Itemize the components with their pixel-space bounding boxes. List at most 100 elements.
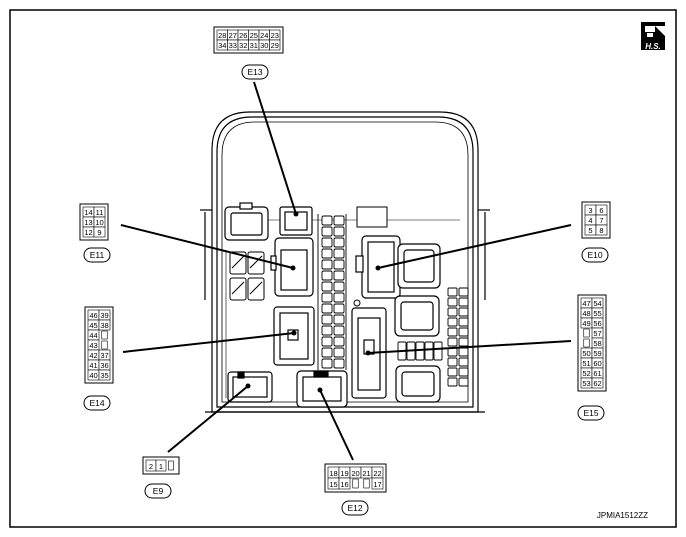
fuse xyxy=(321,281,333,292)
fuse xyxy=(333,325,345,336)
socket-e13 xyxy=(279,206,313,236)
fuse xyxy=(321,292,333,303)
fuse xyxy=(333,336,345,347)
pin-number: 7 xyxy=(599,216,603,225)
pin-blank xyxy=(352,478,359,489)
fuse xyxy=(321,325,333,336)
connector-label: E15 xyxy=(583,408,598,418)
fuse xyxy=(321,259,333,270)
pin-number: 4 xyxy=(588,216,592,225)
pin-number: 9 xyxy=(97,228,101,237)
leader-lines xyxy=(120,81,572,461)
pin-number: 55 xyxy=(593,309,601,318)
fuse-column-right xyxy=(447,287,469,387)
pin-cell xyxy=(98,369,111,381)
fuse xyxy=(321,270,333,281)
pin-number: 30 xyxy=(260,41,268,50)
leader-e14 xyxy=(122,332,295,353)
pin-number: 3 xyxy=(588,206,592,215)
fuse xyxy=(321,303,333,314)
pin-number: 19 xyxy=(340,469,348,478)
leader-e10 xyxy=(377,224,572,269)
connector-label-oval xyxy=(241,64,269,80)
fuse xyxy=(333,358,345,369)
hs-label: H.S. xyxy=(645,42,661,51)
pin-number: 14 xyxy=(84,208,92,217)
relay-socket-top-left xyxy=(224,202,269,241)
pin-number: 49 xyxy=(582,319,590,328)
hs-connector-icon xyxy=(641,22,665,50)
pin-number: 35 xyxy=(100,371,108,380)
figure-code: JPMIA1512ZZ xyxy=(596,511,648,520)
fuse-block-housing xyxy=(200,111,490,413)
leader-e11 xyxy=(120,224,294,269)
pin-number: 38 xyxy=(100,321,108,330)
fuse xyxy=(333,226,345,237)
fuse xyxy=(333,292,345,303)
pin-number: 50 xyxy=(582,349,590,358)
pin-cell xyxy=(591,377,604,389)
fuse-columns xyxy=(317,214,347,370)
pin-number: 25 xyxy=(250,31,258,40)
fuse xyxy=(321,314,333,325)
fuse xyxy=(321,215,333,226)
pin-cell xyxy=(155,459,167,472)
pin-cell xyxy=(98,319,111,331)
fuse xyxy=(447,297,458,307)
connector-label-oval xyxy=(83,395,111,411)
fuse xyxy=(458,337,469,347)
fuse xyxy=(458,347,469,357)
pin-number: 60 xyxy=(593,359,601,368)
fuse xyxy=(458,357,469,367)
relay-sockets-right xyxy=(394,243,441,403)
pin-number: 15 xyxy=(329,480,337,489)
fuse xyxy=(447,347,458,357)
fuse xyxy=(447,377,458,387)
pin-number: 24 xyxy=(260,31,268,40)
pin-number: 21 xyxy=(362,469,370,478)
fuse xyxy=(321,336,333,347)
pin-number: 57 xyxy=(593,329,601,338)
pin-cell xyxy=(371,477,384,490)
connector-label: E9 xyxy=(153,486,164,496)
pin-number: 62 xyxy=(593,379,601,388)
fuse xyxy=(424,341,434,361)
fuse xyxy=(321,347,333,358)
pin-number: 8 xyxy=(599,226,603,235)
pin-number: 31 xyxy=(250,41,258,50)
pin-number: 12 xyxy=(84,228,92,237)
fuse xyxy=(447,307,458,317)
pin-number: 40 xyxy=(89,371,97,380)
fuse xyxy=(458,297,469,307)
pin-number: 46 xyxy=(89,311,97,320)
connector-label-oval xyxy=(341,500,369,516)
pin-number: 2 xyxy=(149,462,153,471)
fuse-pair-left xyxy=(229,251,265,301)
fuse xyxy=(333,347,345,358)
pin-number: 16 xyxy=(340,480,348,489)
pin-cell xyxy=(338,477,351,490)
pin-number: 42 xyxy=(89,351,97,360)
leader-e9 xyxy=(167,385,249,453)
fuse xyxy=(447,327,458,337)
figure-frame xyxy=(9,9,677,528)
fuse xyxy=(447,357,458,367)
pin-blank xyxy=(583,328,590,338)
connector-label-oval xyxy=(581,247,609,263)
fuse xyxy=(458,307,469,317)
fuse xyxy=(447,337,458,347)
fuse xyxy=(447,287,458,297)
pin-number: 43 xyxy=(89,341,97,350)
pin-blank xyxy=(101,340,108,350)
pin-blank xyxy=(101,330,108,340)
pin-number: 10 xyxy=(95,218,103,227)
pin-blank xyxy=(583,338,590,348)
fuse xyxy=(447,317,458,327)
pin-number: 33 xyxy=(229,41,237,50)
fuse xyxy=(458,377,469,387)
pin-number: 17 xyxy=(373,480,381,489)
